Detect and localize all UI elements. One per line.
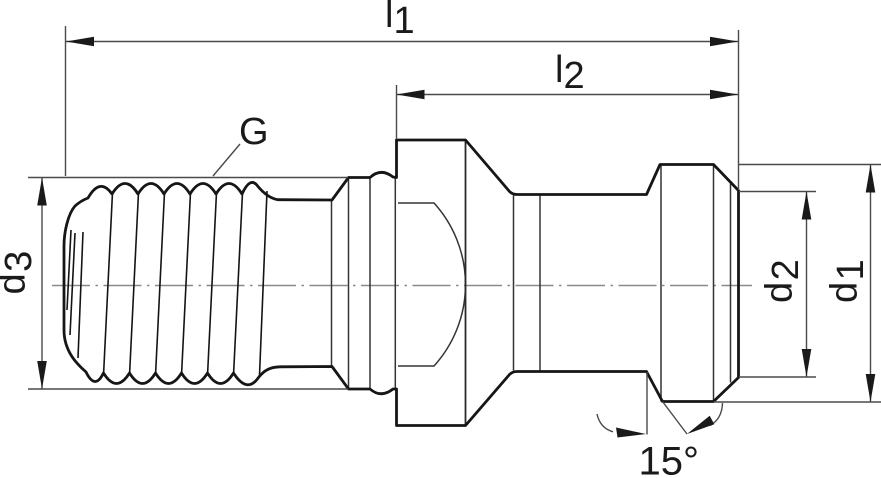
svg-text:l1: l1 bbox=[385, 0, 415, 42]
svg-text:d1: d1 bbox=[824, 259, 873, 303]
svg-text:G: G bbox=[239, 111, 269, 153]
svg-text:d2: d2 bbox=[759, 259, 808, 303]
svg-text:l2: l2 bbox=[555, 49, 585, 97]
svg-text:15°: 15° bbox=[639, 440, 700, 478]
svg-text:d3: d3 bbox=[0, 251, 40, 295]
